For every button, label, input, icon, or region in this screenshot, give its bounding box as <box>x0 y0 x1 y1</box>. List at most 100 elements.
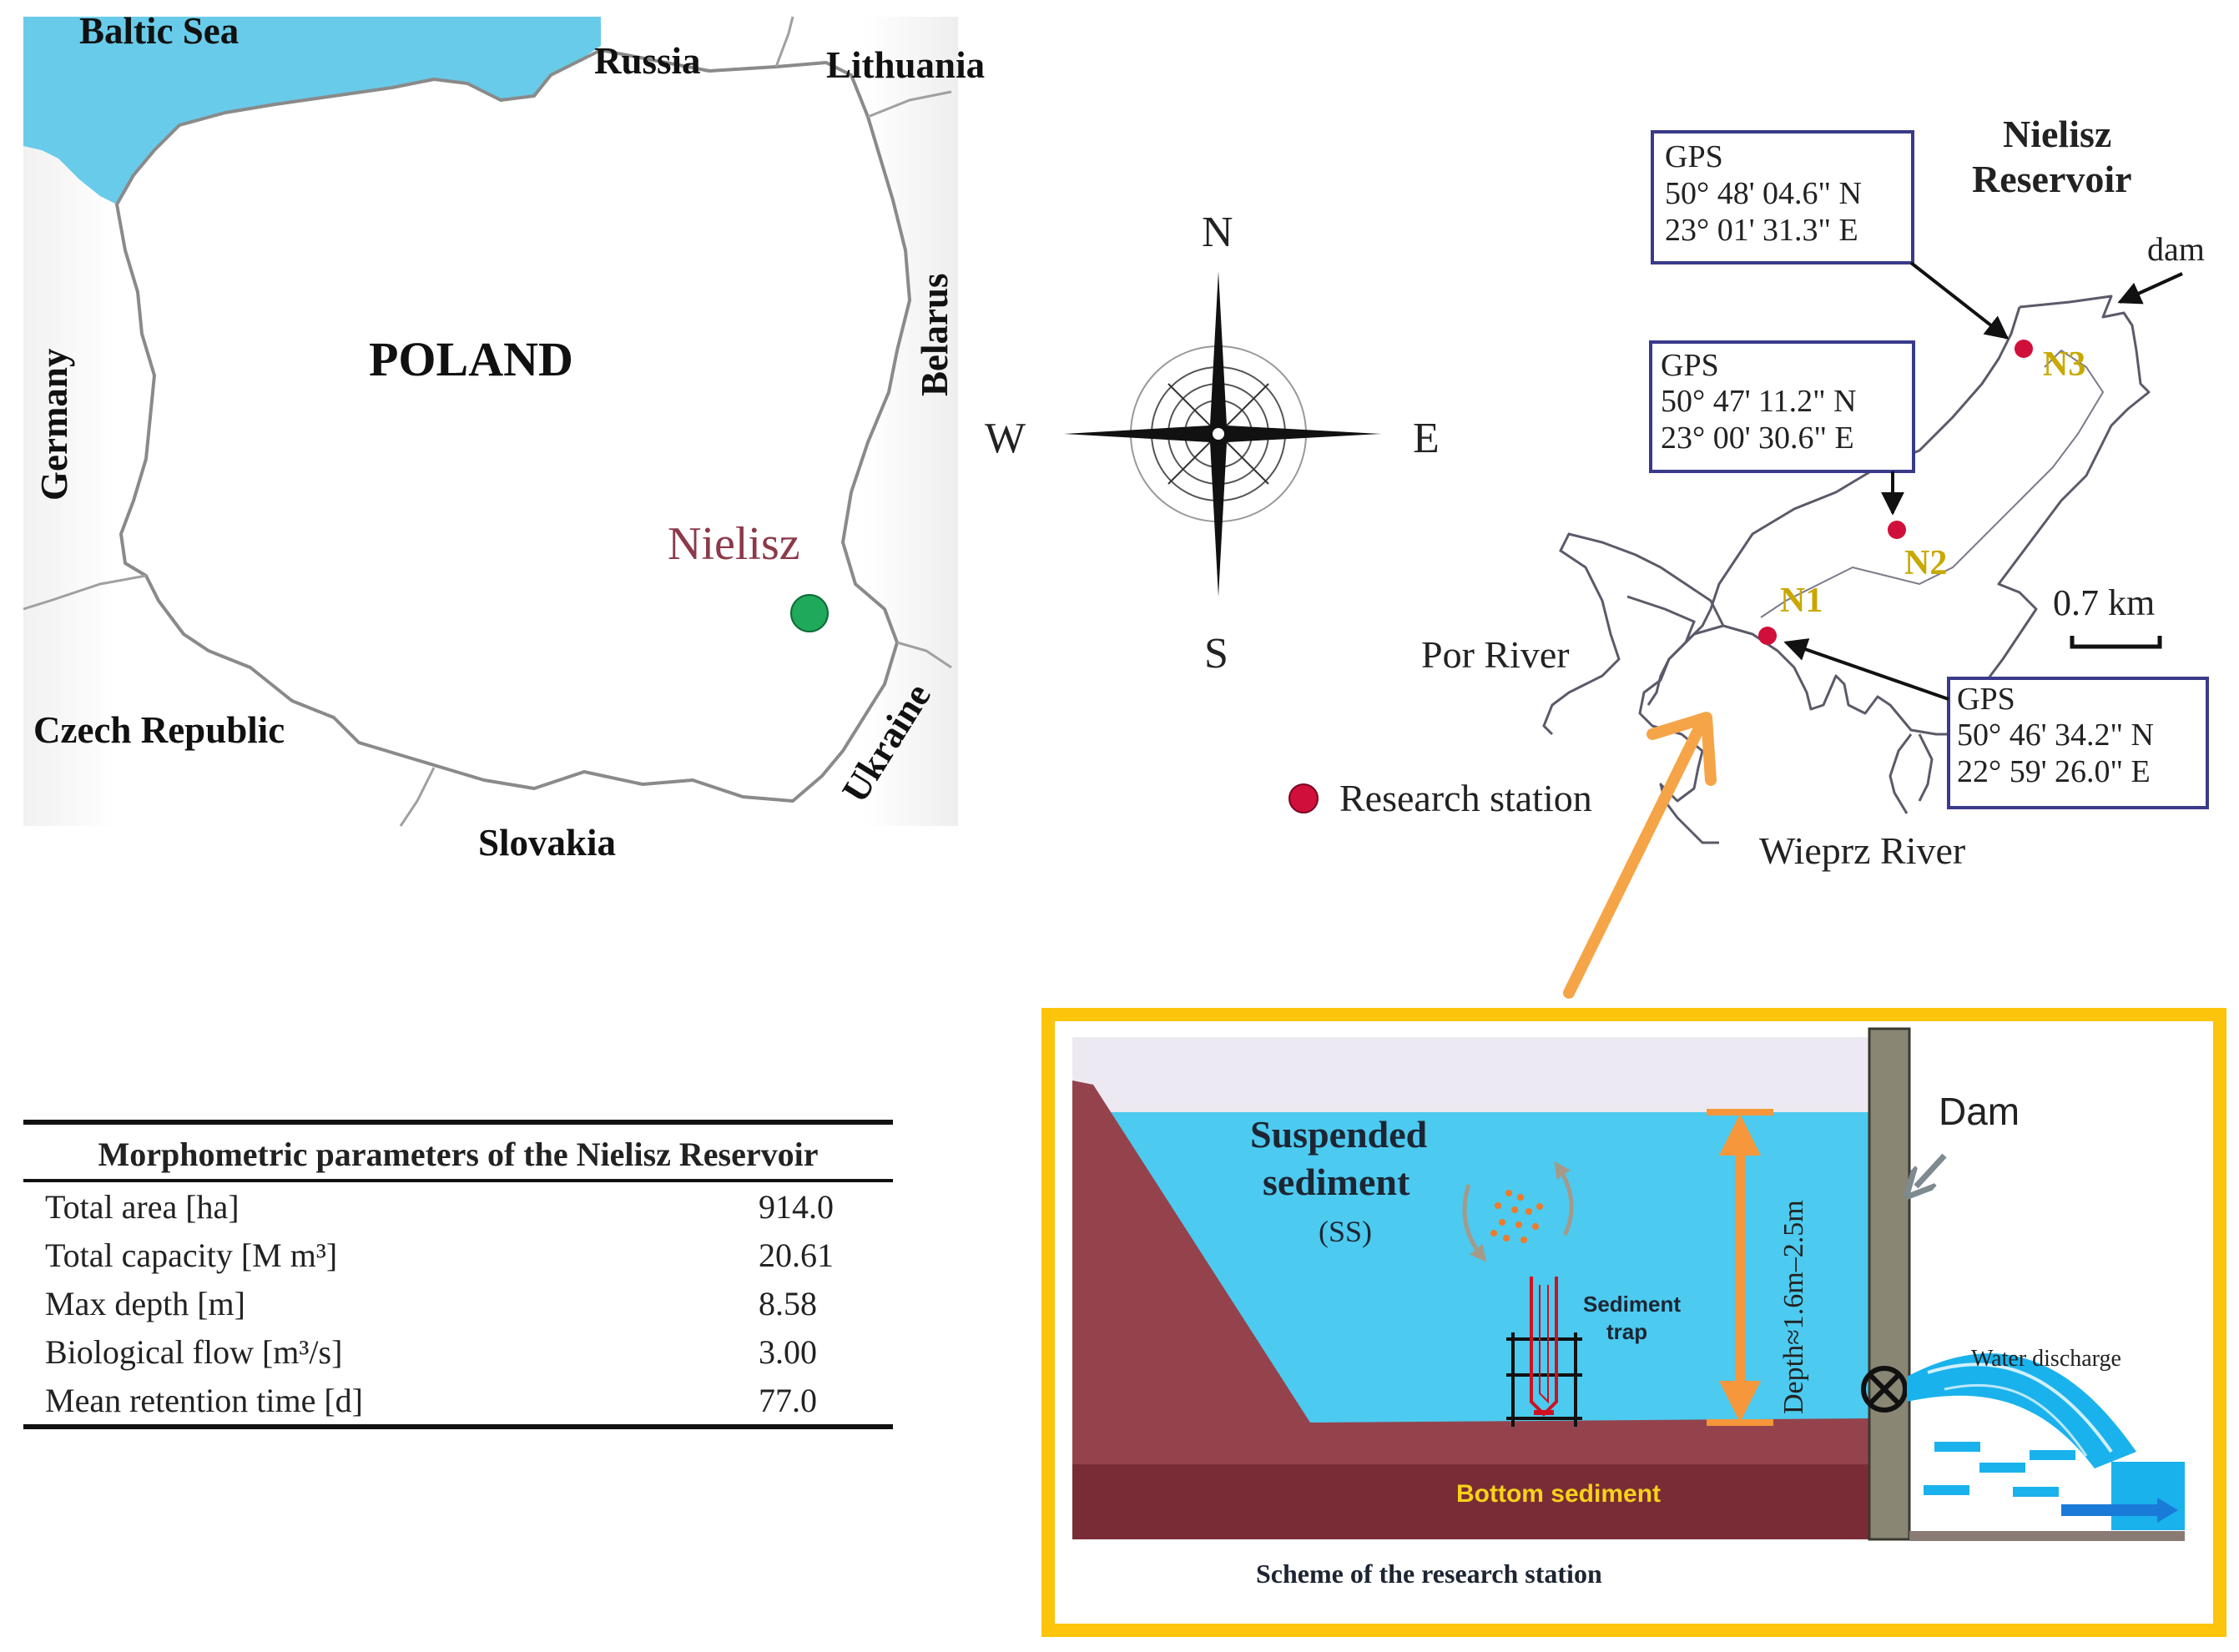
gps-box-n1: GPS 50° 46' 34.2" N 22° 59' 26.0" E <box>1947 677 2209 809</box>
parameter-name: Max depth [m] <box>45 1284 245 1322</box>
gps-box-n3: GPS 50° 48' 04.6" N 23° 01' 31.3" E <box>1651 130 1914 264</box>
gps-n2-heading: GPS <box>1661 348 1719 383</box>
parameter-name: Mean retention time [d] <box>45 1381 363 1419</box>
station-n2-marker <box>1888 521 1906 539</box>
compass-n-label: N <box>1202 209 1233 256</box>
parameter-value: 914.0 <box>759 1187 834 1226</box>
gps-n2-lat: 50° 47' 11.2" N <box>1661 384 1857 419</box>
gps-n3-lat: 50° 48' 04.6" N <box>1665 176 1862 211</box>
gps-n1-heading: GPS <box>1957 682 2015 717</box>
gps-n3-pointer <box>1909 261 2010 340</box>
ss-label-line1: Suspended <box>1250 1113 1428 1156</box>
scheme-dam-pointer <box>1916 1153 1947 1186</box>
depth-label: Depth≈1.6m–2.5m <box>1778 1200 1809 1414</box>
gps-n1-pointer <box>1783 638 1949 701</box>
scheme-dam-wall <box>1868 1027 1911 1541</box>
scale-bar <box>2070 636 2162 649</box>
ss-circulation-arrow-right <box>1554 1161 1574 1236</box>
compass-rose: N S W E <box>985 209 1440 677</box>
gps-n1-lon: 22° 59' 26.0" E <box>1957 754 2151 789</box>
station-n3: N3 <box>2015 340 2085 384</box>
scheme-bottom-sediment <box>1072 1464 1869 1539</box>
table-top-rule <box>23 1120 893 1125</box>
water-discharge-label: Water discharge <box>1971 1346 2121 1372</box>
trap-label-line1: Sediment <box>1583 1292 1681 1317</box>
wieprz-river <box>1889 733 1934 814</box>
station-n1-label: N1 <box>1780 582 1823 620</box>
reservoir-inner-shore <box>1760 349 2105 618</box>
table-row: Biological flow [m³/s] 3.00 <box>23 1327 893 1376</box>
ss-label-line2: sediment <box>1263 1161 1410 1203</box>
scheme-dam-label: Dam <box>1939 1090 2020 1133</box>
parameter-name: Total capacity [M m³] <box>45 1236 338 1274</box>
parameter-value: 20.61 <box>759 1236 834 1274</box>
valve-icon <box>1861 1366 1908 1413</box>
station-n3-label: N3 <box>2043 345 2085 384</box>
baltic-sea-shape <box>23 17 601 204</box>
label-germany: Germany <box>33 348 75 501</box>
ss-abbrev-label: (SS) <box>1319 1215 1372 1248</box>
gps-n3-lon: 23° 01' 31.3" E <box>1665 213 1858 248</box>
wieprz-river-label: Wieprz River <box>1759 829 1965 872</box>
neighbor-borders <box>23 16 952 827</box>
table-row: Mean retention time [d] 77.0 <box>23 1376 893 1424</box>
table-row: Total capacity [M m³] 20.61 <box>23 1231 893 1279</box>
table-row: Total area [ha] 914.0 <box>23 1182 893 1231</box>
parameter-name: Total area [ha] <box>45 1187 240 1226</box>
gps-n2-lon: 23° 00' 30.6" E <box>1661 421 1854 456</box>
dam-pointer-arrow <box>2117 272 2183 305</box>
label-czech-republic: Czech Republic <box>33 709 285 751</box>
reservoir-outline-north <box>1684 306 2021 644</box>
bottom-sediment-label: Bottom sediment <box>1456 1480 1661 1508</box>
table-bottom-rule <box>23 1424 893 1429</box>
compass-e-label: E <box>1413 415 1440 462</box>
scheme-sky <box>1072 1037 1869 1112</box>
scheme-caption: Scheme of the research station <box>1256 1559 1602 1589</box>
reservoir-title-line2: Reservoir <box>1972 158 2132 200</box>
station-n2-label: N2 <box>1904 544 1947 582</box>
label-baltic-sea: Baltic Sea <box>79 10 239 52</box>
poland-map: Baltic Sea Russia Lithuania Belarus Germ… <box>23 10 985 864</box>
label-belarus: Belarus <box>914 273 956 396</box>
gps-n1-lat: 50° 46' 34.2" N <box>1957 718 2154 753</box>
gps-n3-heading: GPS <box>1665 139 1723 174</box>
table-caption: Morphometric parameters of the Nielisz R… <box>98 1136 819 1173</box>
station-n1: N1 <box>1758 582 1823 645</box>
station-connector-arrowhead <box>1646 712 1717 786</box>
gps-box-n2: GPS 50° 47' 11.2" N 23° 00' 30.6" E <box>1649 340 1915 473</box>
label-lithuania: Lithuania <box>826 44 985 86</box>
parameter-value: 77.0 <box>759 1381 817 1419</box>
parameter-value: 3.00 <box>759 1332 817 1371</box>
station-connector-arrow <box>1563 724 1704 999</box>
reservoir-title-line1: Nielisz <box>2003 113 2111 155</box>
scale-bar-label: 0.7 km <box>2053 582 2155 623</box>
parameter-value: 8.58 <box>759 1284 817 1322</box>
station-n1-marker <box>1758 627 1777 645</box>
dam-label: dam <box>2147 230 2205 268</box>
compass-s-label: S <box>1204 630 1228 677</box>
parameter-name: Biological flow [m³/s] <box>45 1332 343 1371</box>
station-n2: N2 <box>1888 521 1947 582</box>
water-discharge-jet <box>1907 1353 2136 1468</box>
ss-particles <box>1490 1190 1543 1243</box>
por-river <box>1542 532 1725 736</box>
sediment-trap-icon <box>1506 1277 1582 1427</box>
compass-w-label: W <box>985 415 1026 462</box>
morphometric-table: Morphometric parameters of the Nielisz R… <box>23 1120 893 1429</box>
label-russia: Russia <box>594 40 701 82</box>
discharge-pool <box>2111 1462 2185 1530</box>
label-slovakia: Slovakia <box>478 822 616 864</box>
legend-station-marker <box>1288 783 1319 813</box>
legend-station-label: Research station <box>1339 777 1592 819</box>
nielisz-marker <box>790 594 829 632</box>
scheme-bank <box>1072 1080 1869 1464</box>
label-poland: POLAND <box>369 332 573 386</box>
por-river-label: Por River <box>1421 633 1570 676</box>
ss-circulation-arrow-left <box>1462 1184 1487 1262</box>
table-row: Max depth [m] 8.58 <box>23 1279 893 1327</box>
reservoir-map: Nielisz Reservoir dam Por River Wieprz R… <box>1288 113 2209 999</box>
scheme-ground <box>1909 1531 2185 1541</box>
station-scheme: Bottom sediment Dam Water discharge Dept… <box>1041 1008 2226 1637</box>
